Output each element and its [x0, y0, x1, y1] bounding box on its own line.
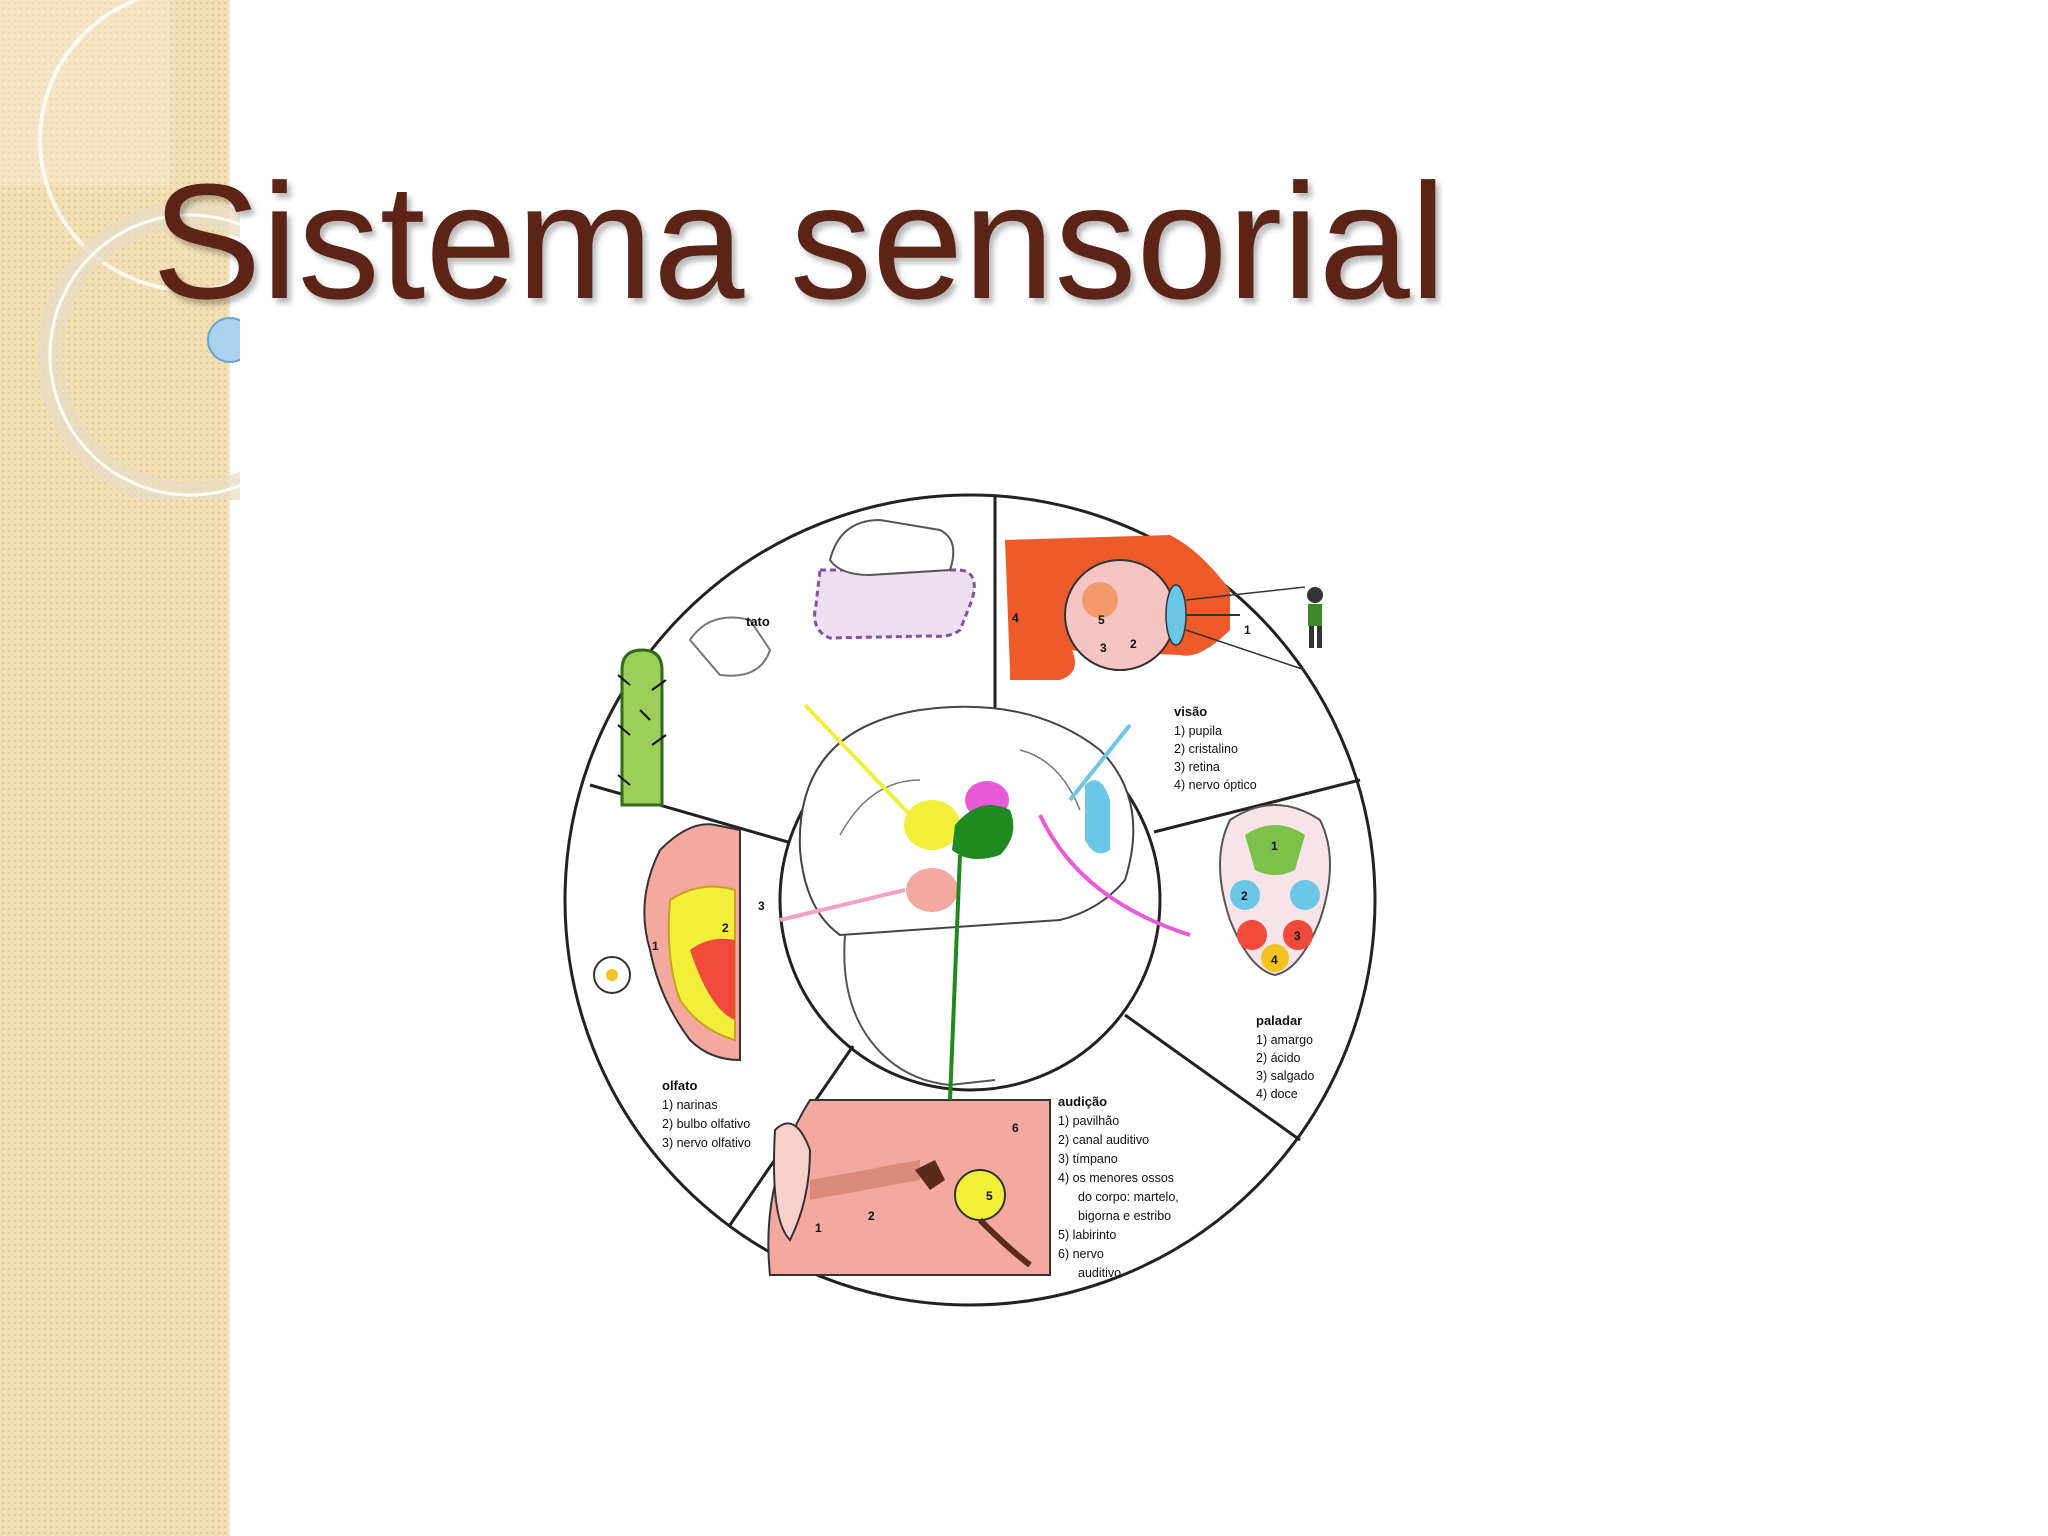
- visao-heading: visão: [1174, 704, 1207, 719]
- vision-illustration: [1005, 535, 1323, 680]
- smell-illustration: [593, 823, 741, 1062]
- audicao-label: audição 1) pavilhão 2) canal auditivo 3)…: [1058, 1094, 1179, 1280]
- brain-illustration: [798, 705, 1135, 1087]
- paladar-item: 3) salgado: [1256, 1069, 1314, 1083]
- visao-item: 3) retina: [1174, 760, 1220, 774]
- audicao-number-6: 6: [1012, 1121, 1019, 1135]
- audicao-item: auditivo: [1078, 1266, 1121, 1280]
- audicao-item: 2) canal auditivo: [1058, 1133, 1149, 1147]
- sidebar-rings-decoration: [0, 0, 240, 500]
- tongue-number-2: 2: [1241, 889, 1248, 903]
- audicao-item: 4) os menores ossos: [1058, 1171, 1174, 1185]
- olfato-heading: olfato: [662, 1078, 697, 1093]
- eye-number-3: 3: [1100, 641, 1107, 655]
- eye-number-1: 1: [1244, 623, 1251, 637]
- audicao-item: bigorna e estribo: [1078, 1209, 1171, 1223]
- paladar-label: paladar 1) amargo 2) ácido 3) salgado 4)…: [1256, 1013, 1314, 1101]
- decorative-sidebar: [0, 0, 230, 1536]
- paladar-item: 1) amargo: [1256, 1033, 1313, 1047]
- eye-number-2: 2: [1130, 637, 1137, 651]
- audicao-heading: audição: [1058, 1094, 1107, 1109]
- audicao-item: 1) pavilhão: [1058, 1114, 1119, 1128]
- sensory-system-diagram: 4 3 2 1 5 1 2 3 1 2 5 6 1 2 3 4 tato vis…: [563, 493, 1377, 1307]
- eye-number-5: 5: [1098, 613, 1105, 627]
- olfato-item: 2) bulbo olfativo: [662, 1117, 750, 1131]
- olfato-number-3: 3: [758, 899, 765, 913]
- tongue-number-3: 3: [1294, 929, 1301, 943]
- olfato-number-2: 2: [722, 921, 729, 935]
- tongue-numbers: 1 2 3 4: [1241, 839, 1301, 967]
- touch-illustration: [617, 518, 976, 807]
- audicao-number-1: 1: [815, 1221, 822, 1235]
- audicao-number-5: 5: [986, 1189, 993, 1203]
- audicao-numbers: 1 2 5 6: [815, 1121, 1019, 1235]
- audicao-item: 5) labirinto: [1058, 1228, 1116, 1242]
- paladar-heading: paladar: [1256, 1013, 1302, 1028]
- visao-label: visão 1) pupila 2) cristalino 3) retina …: [1174, 704, 1257, 792]
- visao-item: 1) pupila: [1174, 724, 1222, 738]
- audicao-number-2: 2: [868, 1209, 875, 1223]
- visao-item: 2) cristalino: [1174, 742, 1238, 756]
- olfato-numbers: 1 2 3: [652, 899, 765, 953]
- audicao-item: 3) tímpano: [1058, 1152, 1118, 1166]
- olfato-item: 1) narinas: [662, 1098, 718, 1112]
- eye-number-4: 4: [1012, 611, 1019, 625]
- slide-title: Sistema sensorial: [152, 150, 1447, 333]
- audicao-item: do corpo: martelo,: [1078, 1190, 1179, 1204]
- sense-connectors: [779, 703, 1191, 1101]
- olfato-item: 3) nervo olfativo: [662, 1136, 751, 1150]
- visao-item: 4) nervo óptico: [1174, 778, 1257, 792]
- eye-numbers: 4 3 2 1 5: [1012, 611, 1251, 655]
- audicao-item: 6) nervo: [1058, 1247, 1104, 1261]
- tongue-number-4: 4: [1271, 953, 1278, 967]
- hearing-illustration: [767, 1099, 1051, 1276]
- tato-heading: tato: [746, 614, 770, 629]
- taste-illustration: [1219, 804, 1331, 977]
- tongue-number-1: 1: [1271, 839, 1278, 853]
- olfato-label: olfato 1) narinas 2) bulbo olfativo 3) n…: [662, 1078, 751, 1150]
- olfato-number-1: 1: [652, 939, 659, 953]
- paladar-item: 4) doce: [1256, 1087, 1298, 1101]
- paladar-item: 2) ácido: [1256, 1051, 1301, 1065]
